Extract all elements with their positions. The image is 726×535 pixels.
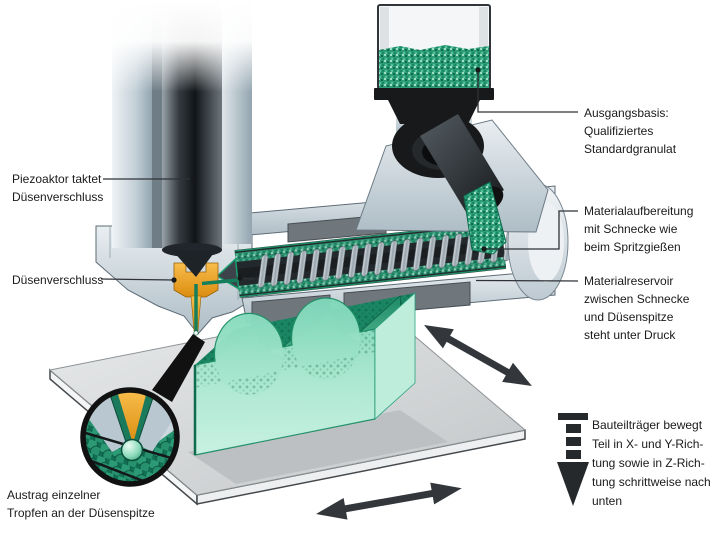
melt-channel-horizontal xyxy=(201,278,240,286)
label-base-material: Ausgangsbasis: Qualifiziertes Standardgr… xyxy=(584,104,676,158)
detail-droplet xyxy=(120,438,144,462)
label-droplet-discharge: Austrag einzelner Tropfen an der Düsensp… xyxy=(7,486,155,522)
label-line: steht unter Druck xyxy=(584,328,676,342)
piezo-actuator-unit xyxy=(98,0,273,257)
granulate-fill xyxy=(379,45,489,88)
label-piezo-actuator: Piezoaktor taktet Düsenverschluss xyxy=(12,170,103,206)
leader-lines xyxy=(100,70,579,282)
feed-tube xyxy=(392,114,507,255)
label-line: Teil in X- und Y-Rich- xyxy=(592,437,704,451)
label-line: Bauteilträger bewegt xyxy=(592,418,703,432)
nozzle-shutter-yellow xyxy=(173,262,219,298)
plunger-cone xyxy=(172,250,216,277)
label-line: Piezoaktor taktet xyxy=(12,172,102,186)
part-right-face xyxy=(374,292,416,420)
leader-dots xyxy=(171,67,487,283)
label-material-preparation: Materialaufbereitung mit Schnecke wie be… xyxy=(584,202,693,256)
label-line: Materialreservoir xyxy=(584,274,674,288)
xy-motion-arrow-lower xyxy=(316,482,462,520)
label-line: Tropfen an der Düsenspitze xyxy=(7,506,155,520)
z-step-down-arrow-icon xyxy=(557,413,589,506)
nozzle-assembly xyxy=(172,250,240,336)
printed-part xyxy=(193,292,416,456)
label-line: unten xyxy=(592,494,623,508)
label-line: tung sowie in Z-Rich- xyxy=(592,456,705,470)
label-line: Austrag einzelner xyxy=(7,488,101,502)
label-line: Materialaufbereitung xyxy=(584,204,694,218)
label-line: mit Schnecke wie xyxy=(584,222,678,236)
label-line: Qualifiziertes xyxy=(584,124,654,138)
label-line: Standardgranulat xyxy=(584,142,677,156)
label-line: und Düsenspitze xyxy=(584,310,674,324)
droplet-at-tip xyxy=(193,330,199,336)
label-line: beim Spritzgießen xyxy=(584,240,681,254)
granulate-stream xyxy=(463,181,507,255)
magnifier-wedge xyxy=(152,334,205,402)
part-footprint-shadow xyxy=(188,410,448,484)
label-line: Düsenverschluss xyxy=(12,273,104,287)
label-line: tung schrittweise nach xyxy=(592,475,711,489)
plasticizing-screw xyxy=(215,221,518,298)
label-material-reservoir: Materialreservoir zwischen Schnecke und … xyxy=(584,272,689,344)
magnifier-detail-circle xyxy=(80,334,205,487)
label-part-carrier: Bauteilträger bewegt Teil in X- und Y-Ri… xyxy=(592,416,711,511)
label-line: Düsenverschluss xyxy=(12,190,104,204)
label-line: Ausgangsbasis: xyxy=(584,106,669,120)
label-nozzle-shutter: Düsenverschluss xyxy=(12,271,103,289)
xy-motion-arrow-upper xyxy=(424,325,532,387)
label-line: zwischen Schnecke xyxy=(584,292,690,306)
